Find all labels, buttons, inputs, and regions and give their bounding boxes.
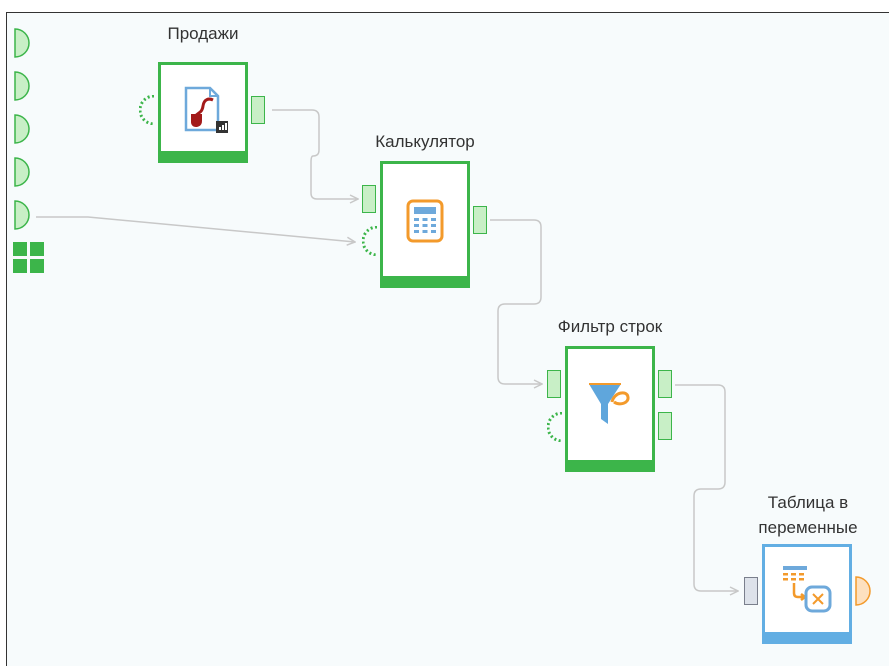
workflow-input-ports — [14, 28, 30, 230]
output-port-rejected[interactable] — [658, 412, 672, 440]
node-table-to-vars-label-line1: Таблица в — [767, 493, 849, 512]
variable-port-icon — [14, 114, 30, 144]
variable-input-port[interactable] — [139, 95, 155, 125]
input-port[interactable] — [744, 577, 758, 605]
input-port[interactable] — [362, 185, 376, 213]
grid-icon[interactable] — [13, 242, 45, 274]
calculator-icon — [406, 199, 444, 243]
node-row-filter-label: Фильтр строк — [557, 317, 663, 336]
variable-port-icon — [14, 28, 30, 58]
node-table-to-vars-label-line2: переменные — [758, 518, 858, 537]
file-import-icon — [184, 86, 228, 133]
funnel-filter-icon — [589, 383, 630, 424]
node-calculator-label: Калькулятор — [375, 132, 475, 151]
variable-output-port[interactable] — [855, 576, 873, 606]
variable-input-port[interactable] — [362, 226, 378, 256]
node-row-filter[interactable] — [565, 346, 655, 472]
output-port[interactable] — [251, 96, 265, 124]
variable-port-icon — [14, 200, 30, 230]
node-sales-label: Продажи — [167, 24, 239, 43]
table-to-variables-icon — [783, 566, 832, 613]
variable-port-icon — [14, 71, 30, 101]
workflow-canvas[interactable] — [6, 12, 889, 666]
input-port[interactable] — [547, 370, 561, 398]
variable-input-port[interactable] — [547, 412, 563, 442]
output-port[interactable] — [473, 206, 487, 234]
variable-port-icon — [14, 157, 30, 187]
output-port-matched[interactable] — [658, 370, 672, 398]
